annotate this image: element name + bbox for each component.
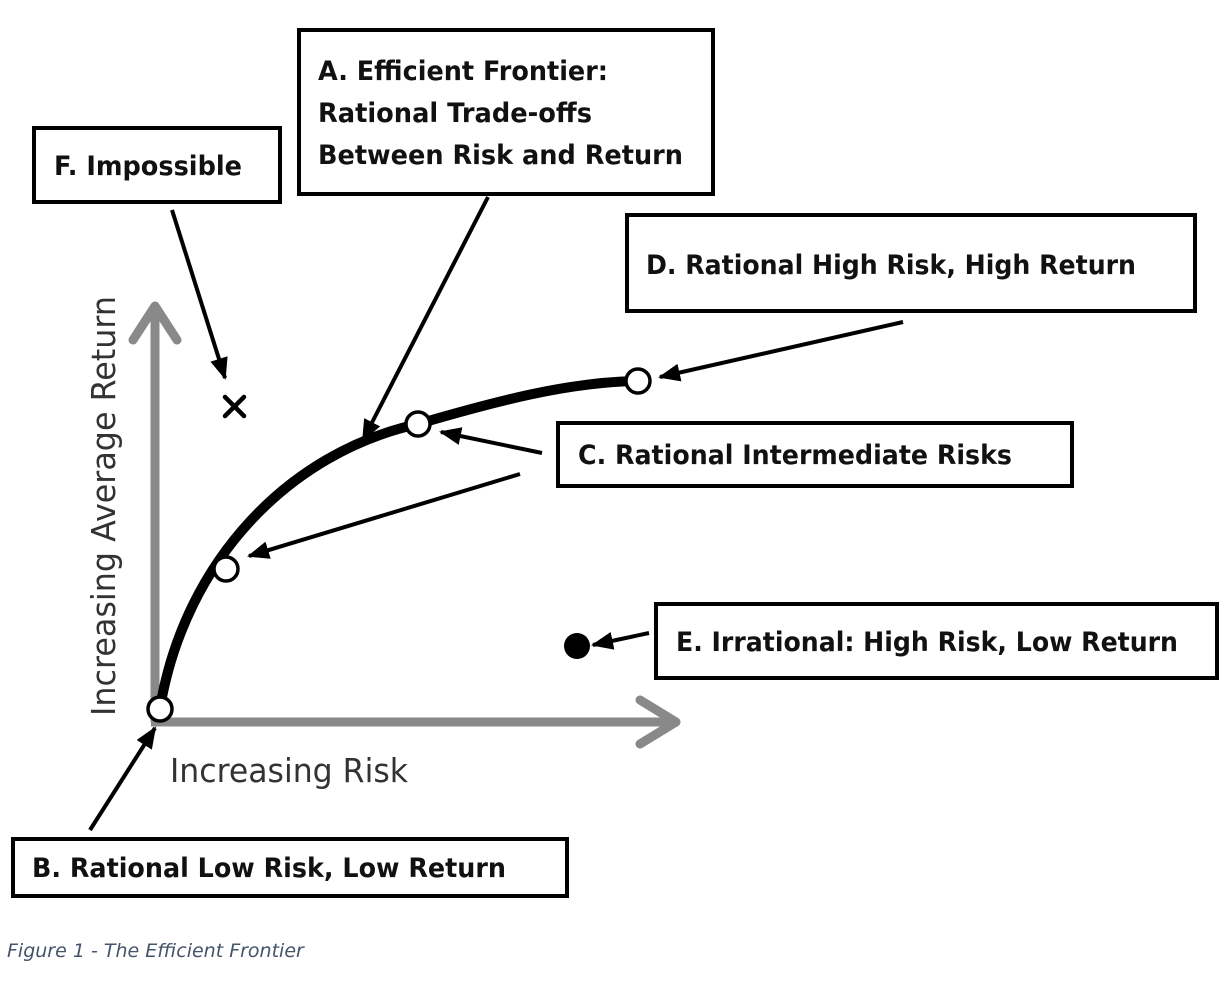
arrow-c-lower: [247, 472, 521, 559]
arrow-d: [658, 320, 904, 382]
point-d-high-risk: [624, 367, 652, 395]
point-c-lower: [212, 555, 240, 583]
y-axis-arrowhead: [128, 301, 182, 345]
point-c-upper: [404, 410, 432, 438]
y-axis-label: Increasing Average Return: [84, 296, 123, 716]
arrow-c-upper: [439, 427, 543, 455]
label-b: B. Rational Low Risk, Low Return: [32, 853, 506, 884]
label-box-d: D. Rational High Risk, High Return: [625, 213, 1197, 313]
label-e: E. Irrational: High Risk, Low Return: [676, 627, 1178, 658]
label-f: F. Impossible: [54, 151, 242, 182]
figure-caption: Figure 1 - The Efficient Frontier: [7, 940, 304, 962]
arrow-e: [591, 631, 650, 650]
label-box-c: C. Rational Intermediate Risks: [556, 421, 1074, 488]
axes: [128, 301, 681, 749]
label-a-line-2: Rational Trade-offs: [318, 98, 592, 129]
label-a-line-3: Between Risk and Return: [318, 140, 683, 171]
arrow-f: [170, 209, 228, 380]
frontier-points: [146, 367, 652, 723]
label-box-e: E. Irrational: High Risk, Low Return: [654, 602, 1219, 680]
arrow-b: [88, 726, 157, 832]
impossible-point-marker: [222, 394, 247, 419]
x-axis-label: Increasing Risk: [170, 751, 409, 790]
efficient-frontier-curve: [155, 376, 643, 713]
irrational-point: [564, 633, 590, 659]
label-c: C. Rational Intermediate Risks: [578, 440, 1012, 471]
arrow-a: [361, 196, 490, 442]
label-box-a: A. Efficient Frontier: Rational Trade-of…: [297, 28, 715, 196]
label-d: D. Rational High Risk, High Return: [646, 250, 1136, 281]
point-b-low-risk: [146, 695, 174, 723]
arrows: [88, 196, 904, 832]
label-box-f: F. Impossible: [32, 126, 282, 204]
x-axis-arrowhead: [635, 695, 681, 749]
label-box-b: B. Rational Low Risk, Low Return: [11, 837, 569, 898]
label-a-line-1: A. Efficient Frontier:: [318, 56, 608, 87]
